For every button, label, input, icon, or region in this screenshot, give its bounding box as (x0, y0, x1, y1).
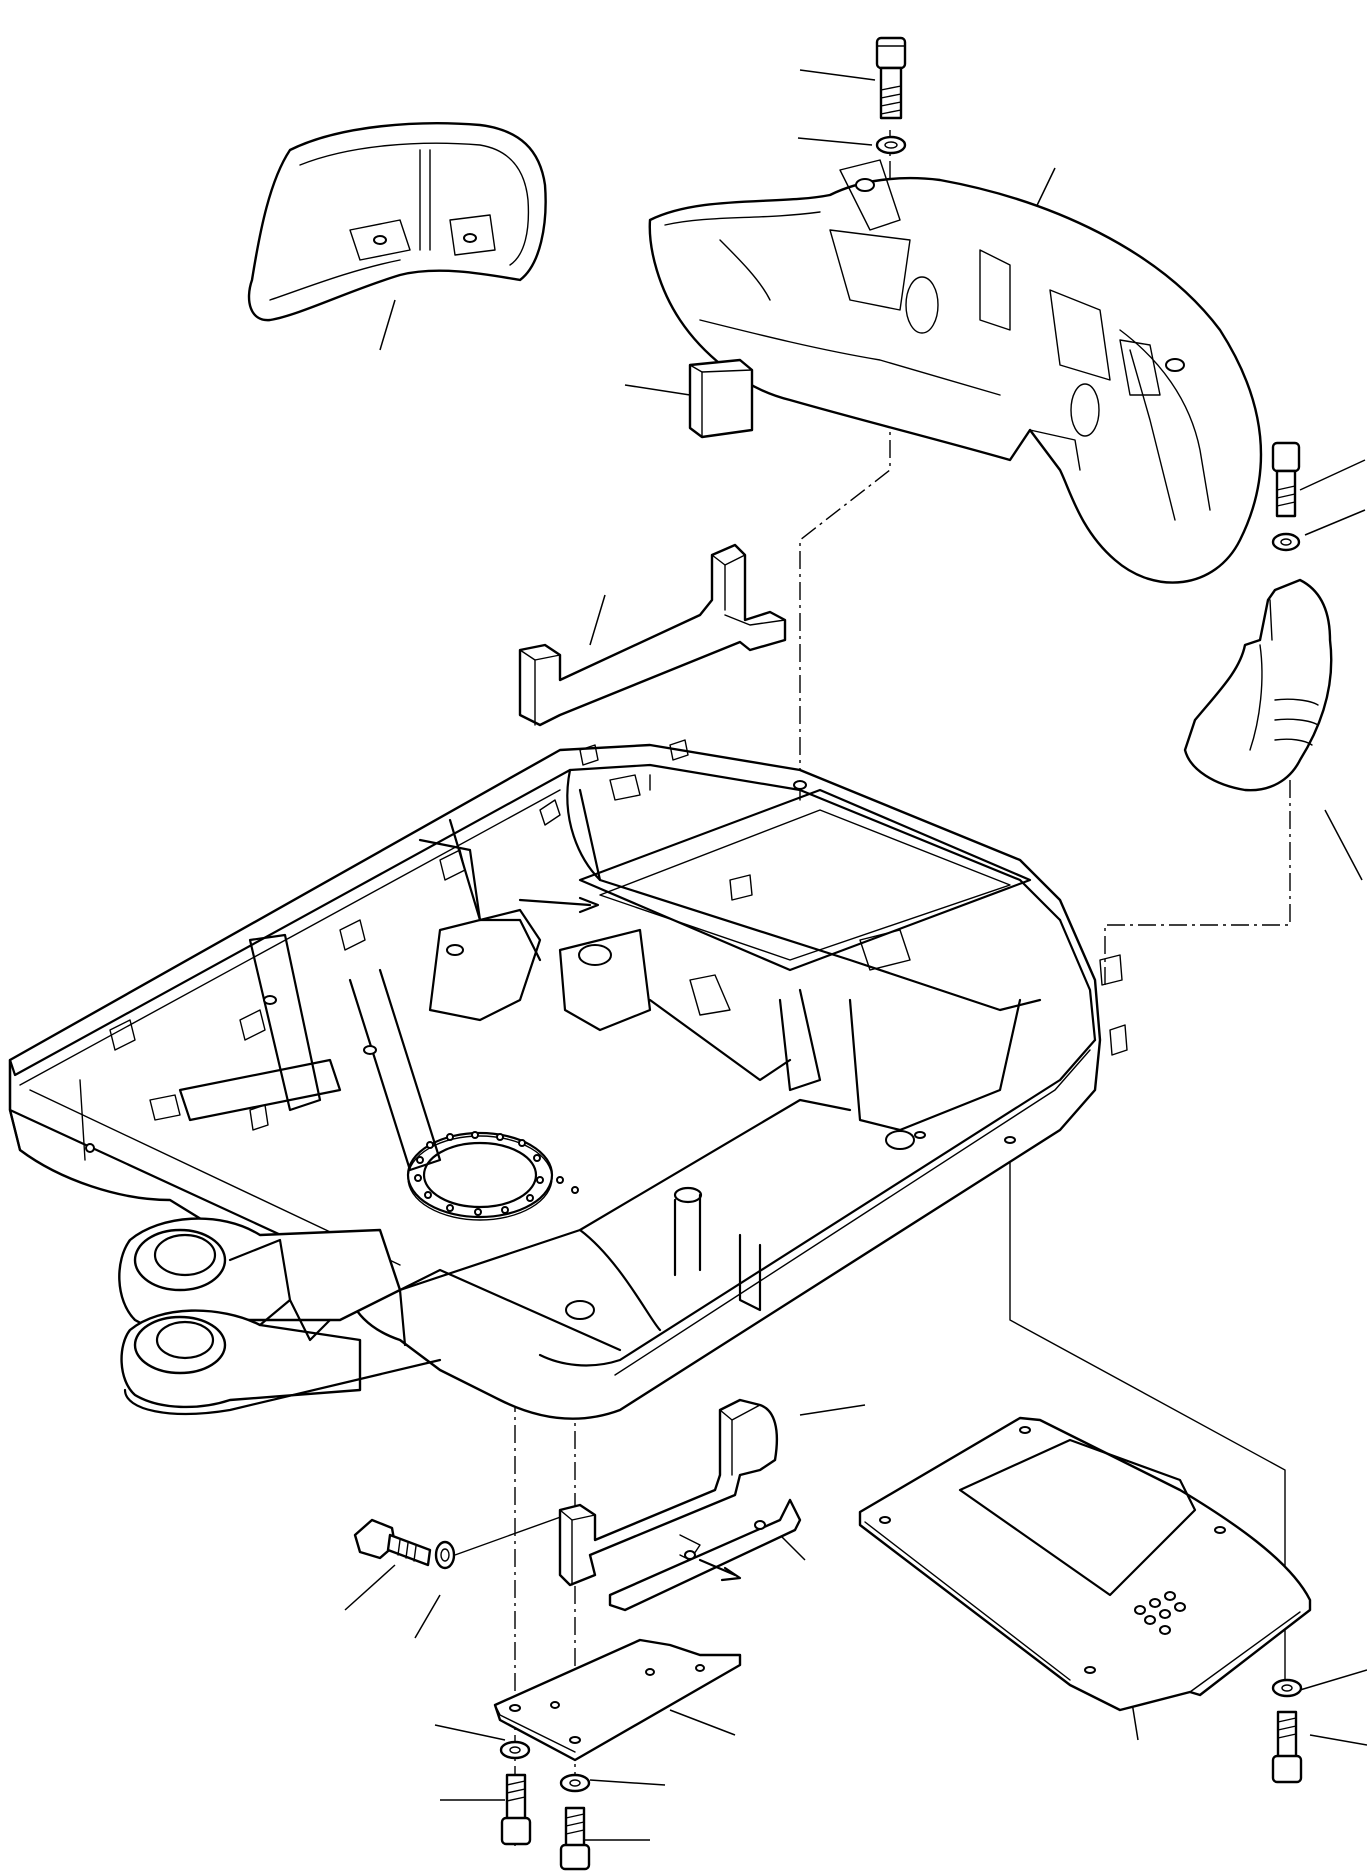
plate-lower-left (493, 1638, 742, 1762)
cover-plate-hole-cluster (1134, 1591, 1186, 1635)
bolt-top-center (875, 36, 907, 120)
washer-top-center (875, 135, 907, 155)
bolt-right (1271, 441, 1301, 518)
washer-lower-left (434, 1540, 456, 1570)
counterweight-main (648, 159, 1263, 584)
washer-bottom-right (1271, 1678, 1303, 1698)
bolt-bottom-right (1271, 1710, 1303, 1784)
leader-lines (344, 69, 1367, 1841)
side-cover-right (1183, 578, 1333, 792)
cover-plate-lower-right (858, 1416, 1312, 1712)
pad-block (688, 358, 754, 439)
frame-holes (85, 780, 1016, 1320)
bolt-bottom-b (559, 1806, 591, 1871)
revolving-frame (8, 739, 1128, 1420)
weight-bracket (518, 543, 787, 727)
washer-bottom-b (559, 1773, 591, 1793)
bracket-lower (558, 1398, 802, 1612)
washer-right (1271, 532, 1301, 552)
washer-bottom-a (499, 1740, 531, 1760)
bolt-bottom-a (500, 1773, 532, 1846)
frame-small-brackets (109, 739, 1128, 1131)
swing-circle-bolt-holes (414, 1131, 544, 1216)
counterweight-small-left (247, 122, 547, 322)
bolt-lower-left (353, 1518, 432, 1567)
